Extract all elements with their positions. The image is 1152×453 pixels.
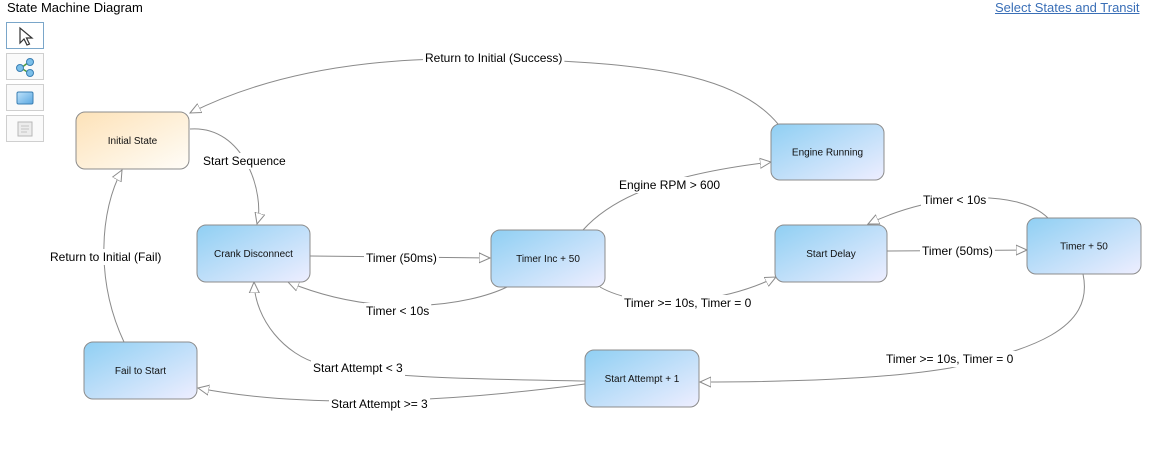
transition-label-background xyxy=(364,250,439,266)
transition-label-background xyxy=(364,303,432,319)
transition-engine_running-to-initial[interactable] xyxy=(190,57,779,125)
transition-label-background xyxy=(920,243,995,259)
transition-label: Start Sequence xyxy=(201,153,289,169)
transition-label-text: Start Sequence xyxy=(203,154,286,168)
transition-label-background xyxy=(617,177,723,193)
state-fail[interactable]: Fail to Start xyxy=(83,341,198,400)
transition-label: Timer < 10s xyxy=(921,192,989,208)
transition-label: Timer (50ms) xyxy=(364,250,439,266)
transition-label-background xyxy=(884,351,1016,367)
note-icon xyxy=(17,121,33,136)
transition-label-text: Timer >= 10s, Timer = 0 xyxy=(886,352,1014,366)
transition-label-text: Timer >= 10s, Timer = 0 xyxy=(624,296,752,310)
transition-label-text: Start Attempt >= 3 xyxy=(331,397,428,411)
state-crank[interactable]: Crank Disconnect xyxy=(196,224,311,283)
state-box[interactable] xyxy=(75,111,190,170)
transition-label-background xyxy=(201,153,289,169)
transition-label-background xyxy=(329,396,431,412)
state-label: Initial State xyxy=(108,136,158,147)
transition-icon xyxy=(16,57,34,77)
page-title: State Machine Diagram xyxy=(7,0,143,15)
state-label: Start Attempt + 1 xyxy=(605,374,680,385)
state-tool-button[interactable] xyxy=(6,84,44,111)
state-box[interactable] xyxy=(196,224,311,283)
transition-label: Start Attempt < 3 xyxy=(311,360,406,376)
state-box[interactable] xyxy=(490,229,606,288)
transition-label-background xyxy=(622,295,754,311)
transition-label: Timer >= 10s, Timer = 0 xyxy=(884,351,1016,367)
transition-fail-to-initial[interactable] xyxy=(103,170,125,343)
state-box[interactable] xyxy=(584,349,700,408)
transition-label-text: Timer < 10s xyxy=(366,304,429,318)
pointer-icon xyxy=(19,26,34,46)
state-box[interactable] xyxy=(770,123,885,181)
diagram-toolbar xyxy=(6,22,46,146)
transition-timer_inc-to-crank[interactable] xyxy=(288,282,508,307)
transition-initial-to-crank[interactable] xyxy=(189,128,259,224)
transition-label: Timer < 10s xyxy=(364,303,432,319)
state-engine-running[interactable]: Engine Running xyxy=(770,123,885,181)
state-label: Fail to Start xyxy=(115,366,166,377)
note-tool-button[interactable] xyxy=(6,115,44,142)
state-label: Crank Disconnect xyxy=(214,249,293,260)
transition-timer_inc-to-engine_running[interactable] xyxy=(582,162,771,231)
transition-label: Return to Initial (Success) xyxy=(423,50,565,66)
state-box[interactable] xyxy=(83,341,198,400)
transition-label-text: Return to Initial (Success) xyxy=(425,51,562,65)
state-timer-inc[interactable]: Timer Inc + 50 xyxy=(490,229,606,288)
transition-label-text: Timer < 10s xyxy=(923,193,986,207)
state-attempt[interactable]: Start Attempt + 1 xyxy=(584,349,700,408)
transition-label: Start Attempt >= 3 xyxy=(329,396,431,412)
transition-label: Engine RPM > 600 xyxy=(617,177,723,193)
transition-labels-layer: Return to Initial (Success) Start Sequenc… xyxy=(48,50,1016,412)
state-start-delay[interactable]: Start Delay xyxy=(774,224,888,283)
transition-label-background xyxy=(311,360,406,376)
transition-label-background xyxy=(423,50,565,66)
select-states-link[interactable]: Select States and Transit xyxy=(995,0,1140,15)
transition-attempt-to-crank[interactable] xyxy=(254,282,586,382)
transition-label-text: Timer (50ms) xyxy=(366,251,437,265)
state-label: Timer Inc + 50 xyxy=(516,254,580,265)
transition-label-background xyxy=(921,192,989,208)
state-box[interactable] xyxy=(1026,217,1142,275)
transition-label: Return to Initial (Fail) xyxy=(48,249,164,265)
state-label: Engine Running xyxy=(792,148,863,159)
pointer-tool-button[interactable] xyxy=(6,22,44,49)
transition-tool-button[interactable] xyxy=(6,53,44,80)
transition-label: Timer >= 10s, Timer = 0 xyxy=(622,295,754,311)
state-label: Timer + 50 xyxy=(1060,242,1108,253)
transition-label-text: Start Attempt < 3 xyxy=(313,361,403,375)
transition-label-text: Engine RPM > 600 xyxy=(619,178,720,192)
transition-label-background xyxy=(48,249,164,265)
transition-label-text: Return to Initial (Fail) xyxy=(50,250,161,264)
state-icon xyxy=(16,91,34,104)
state-initial[interactable]: Initial State xyxy=(75,111,190,170)
transition-label-text: Timer (50ms) xyxy=(922,244,993,258)
transition-timer_50-to-attempt[interactable] xyxy=(700,273,1085,382)
transition-label: Timer (50ms) xyxy=(920,243,995,259)
state-label: Start Delay xyxy=(806,249,855,260)
state-timer-50[interactable]: Timer + 50 xyxy=(1026,217,1142,275)
state-box[interactable] xyxy=(774,224,888,283)
